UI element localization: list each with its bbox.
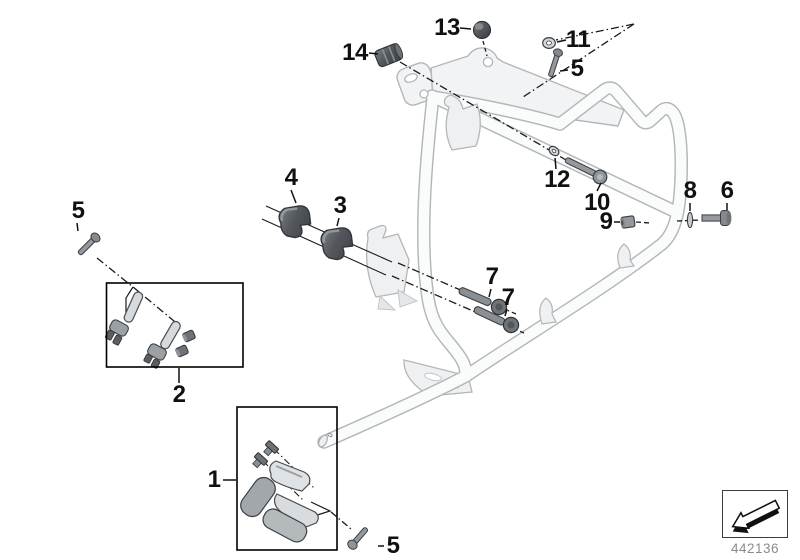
part-rubber-mount-3	[320, 227, 354, 261]
part-nut-9	[620, 215, 636, 229]
callout-1[interactable]: 1	[207, 466, 221, 493]
callout-8[interactable]: 8	[683, 177, 697, 204]
part-washer-11	[542, 36, 556, 49]
part-nut-small-a	[182, 329, 196, 343]
callout-5-bottom[interactable]: 5	[386, 532, 400, 559]
part-bolt-7-lower	[473, 306, 520, 334]
part-t-nut-a	[252, 452, 268, 469]
callout-14[interactable]: 14	[342, 39, 368, 66]
callout-3[interactable]: 3	[333, 192, 347, 219]
callout-7-lower[interactable]: 7	[501, 284, 515, 311]
callout-5-top[interactable]: 5	[570, 55, 584, 82]
callout-7-upper[interactable]: 7	[485, 263, 499, 290]
detail-box-1	[236, 406, 338, 551]
part-nut-small-b	[175, 344, 189, 358]
part-rubber-mount-4	[278, 205, 312, 239]
part-washer-8	[686, 211, 694, 229]
part-bolt-5-top	[548, 48, 564, 78]
drawing-number: 442136	[730, 541, 780, 556]
callout-4[interactable]: 4	[284, 164, 298, 191]
callout-5-left[interactable]: 5	[71, 197, 85, 224]
callout-2[interactable]: 2	[172, 381, 186, 408]
part-bolt-10	[564, 157, 608, 185]
callout-6[interactable]: 6	[720, 177, 734, 204]
part-t-nut-b	[263, 440, 279, 457]
part-spacer-14	[374, 43, 404, 68]
direction-arrow-icon	[731, 499, 781, 534]
detail-box-2	[105, 282, 244, 369]
part-cap-nut-13	[472, 20, 492, 40]
callout-9[interactable]: 9	[599, 208, 613, 235]
frame-tabs	[318, 56, 636, 448]
callout-12[interactable]: 12	[544, 166, 570, 193]
part-holder-hook-lower	[143, 320, 181, 369]
part-bolt-5-bottom	[347, 527, 369, 550]
part-bolt-7-upper	[458, 287, 508, 316]
part-bolt-6	[701, 210, 732, 226]
part-holder-hook-upper	[105, 291, 144, 346]
part-clamp-lower-half	[240, 476, 319, 543]
direction-icon-box	[722, 490, 788, 538]
part-washer-12	[548, 145, 560, 157]
callout-10[interactable]: 10	[584, 189, 610, 216]
callout-connectors	[76, 27, 728, 547]
part-bolt-5-left	[77, 232, 101, 256]
callout-11[interactable]: 11	[565, 26, 591, 53]
callout-13[interactable]: 13	[434, 14, 460, 41]
part-clamp-upper-half	[269, 460, 311, 492]
